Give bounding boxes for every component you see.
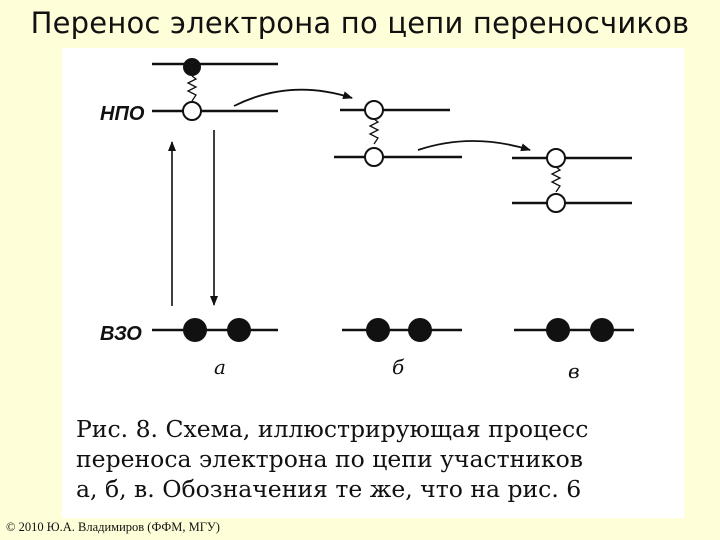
- carrier-a-ground-electron-1: [183, 318, 207, 342]
- diagram-canvas: НПО ВЗО а б в: [100, 58, 634, 383]
- carrier-b: [334, 100, 462, 342]
- carrier-label-b: б: [392, 355, 405, 379]
- figure-caption: Рис. 8. Схема, иллюстрирующая процесс пе…: [76, 414, 676, 504]
- carrier-c: [512, 148, 634, 342]
- carrier-c-wavy-link: [550, 166, 562, 193]
- level-label-vzo: ВЗО: [100, 323, 142, 345]
- transfer-arrow-b-c: [417, 140, 531, 152]
- copyright-footer: © 2010 Ю.А. Владимиров (ФФМ, МГУ): [6, 520, 220, 534]
- carrier-b-lower-orbital: [364, 147, 384, 167]
- carrier-a-top-electron: [183, 58, 201, 76]
- carrier-b-ground-electron-2: [408, 318, 432, 342]
- carrier-c-ground-electron-2: [590, 318, 614, 342]
- carrier-c-lower-orbital: [546, 193, 566, 213]
- carrier-c-upper-orbital: [546, 148, 566, 168]
- caption-line-3: а, б, в. Обозначения те же, что на рис. …: [76, 475, 582, 503]
- caption-line-1: Рис. 8. Схема, иллюстрирующая процесс: [76, 415, 589, 443]
- carrier-a-wavy-link: [186, 75, 198, 102]
- caption-line-2: переноса электрона по цепи участников: [76, 445, 584, 473]
- carrier-a-excited-orbital: [182, 101, 202, 121]
- carrier-b-upper-orbital: [364, 100, 384, 120]
- slide-title: Перенос электрона по цепи переносчиков: [30, 6, 690, 40]
- carrier-a-ground-electron-2: [227, 318, 251, 342]
- carrier-label-c: в: [568, 359, 580, 383]
- carrier-c-ground-electron-1: [546, 318, 570, 342]
- carrier-label-a: а: [214, 355, 226, 379]
- carrier-b-wavy-link: [368, 118, 380, 145]
- level-label-npo: НПО: [100, 103, 145, 125]
- transfer-arrow-a-b: [233, 88, 353, 107]
- carrier-b-ground-electron-1: [366, 318, 390, 342]
- electron-transfer-diagram: НПО ВЗО а б в Рис. 8. Схема, иллюстрирую…: [62, 48, 684, 518]
- carrier-a: [152, 58, 278, 342]
